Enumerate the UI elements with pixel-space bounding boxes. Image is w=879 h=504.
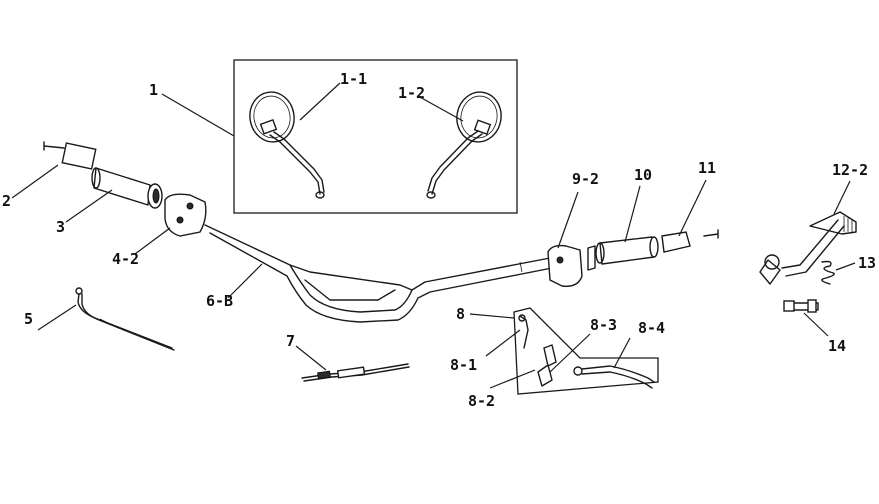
lever-group (518, 314, 655, 389)
mirror-right (426, 91, 502, 199)
label-1-2: 1-2 (398, 84, 425, 102)
label-8-3: 8-3 (590, 316, 617, 334)
pivot-bolt (783, 299, 819, 313)
lever-group-box (513, 307, 659, 395)
shift-lever (759, 211, 857, 285)
throttle-cable (301, 363, 410, 382)
leader-lines (11, 82, 856, 389)
label-12-2: 12-2 (832, 161, 868, 179)
label-10: 10 (634, 166, 652, 184)
label-11: 11 (698, 159, 716, 177)
label-5: 5 (24, 310, 33, 328)
mirror-group-box (233, 59, 518, 214)
label-9-2: 9-2 (572, 170, 599, 188)
clutch-cable (75, 287, 175, 351)
label-1: 1 (149, 81, 158, 99)
label-8: 8 (456, 305, 465, 323)
label-13: 13 (858, 254, 876, 272)
left-grip-assembly (43, 141, 207, 237)
label-3: 3 (56, 218, 65, 236)
handlebar (204, 224, 553, 323)
label-1-1: 1-1 (340, 70, 367, 88)
right-grip-assembly (547, 229, 719, 287)
label-4-2: 4-2 (112, 250, 139, 268)
label-8-2: 8-2 (468, 392, 495, 410)
return-spring (821, 260, 835, 285)
label-8-4: 8-4 (638, 319, 665, 337)
label-2: 2 (2, 192, 11, 210)
label-8-1: 8-1 (450, 356, 477, 374)
mirror-left (249, 91, 325, 199)
label-6-b: 6-B (206, 292, 233, 310)
label-14: 14 (828, 337, 846, 355)
label-7: 7 (286, 332, 295, 350)
